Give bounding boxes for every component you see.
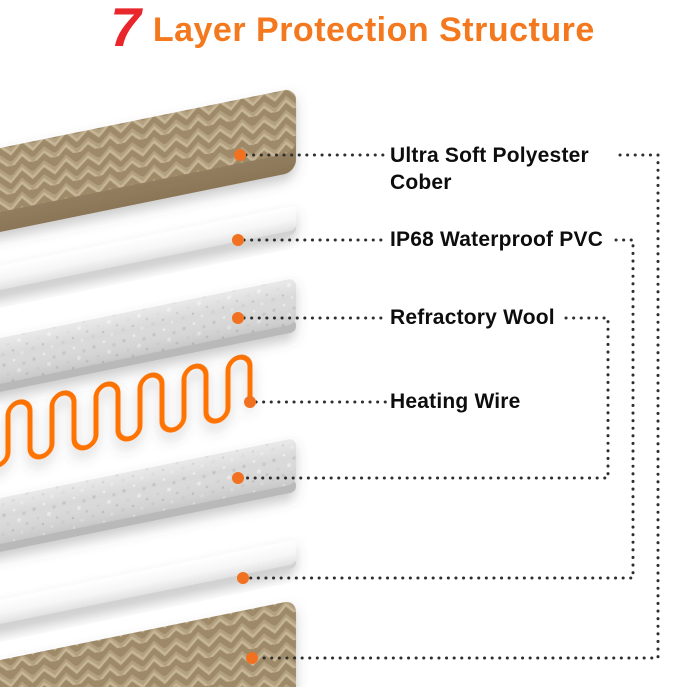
label-polyester-line2: Cober <box>390 171 452 194</box>
dot-polyester-bottom <box>246 652 258 664</box>
dot-wool-bottom <box>232 472 244 484</box>
label-waterproof-pvc: IP68 Waterproof PVC <box>390 228 604 251</box>
layer-dots <box>232 149 258 664</box>
layer-refractory-wool-bottom <box>0 439 296 554</box>
title-text: Layer Protection Structure <box>152 11 595 49</box>
label-polyester-cover: Ultra Soft Polyester Cober <box>390 142 589 196</box>
page-title: 7 Layer Protection Structure <box>0 0 679 58</box>
title-number: 7 <box>110 0 141 58</box>
layer-stack <box>0 89 296 687</box>
layer-polyester-cover-bottom <box>0 601 296 687</box>
callout-lines <box>242 153 660 660</box>
layer-waterproof-pvc-top <box>0 206 296 296</box>
line-pvc-return <box>247 238 635 580</box>
layer-refractory-wool-top <box>0 279 296 394</box>
dot-wool-top <box>232 312 244 324</box>
label-refractory-wool: Refractory Wool <box>390 306 555 329</box>
layer-waterproof-pvc-bottom <box>0 540 296 630</box>
dot-pvc-bottom <box>237 572 249 584</box>
layer-polyester-cover-top <box>0 89 296 233</box>
dot-polyester-top <box>234 149 246 161</box>
line-polyester-return <box>256 153 660 660</box>
dot-heating-wire <box>244 396 256 408</box>
heating-wire-path <box>0 354 253 469</box>
layer-heating-wire <box>0 354 253 469</box>
line-wool-return <box>242 316 610 480</box>
label-heating-wire: Heating Wire <box>390 390 521 413</box>
label-polyester-line1: Ultra Soft Polyester <box>390 144 589 167</box>
dot-pvc-top <box>232 234 244 246</box>
